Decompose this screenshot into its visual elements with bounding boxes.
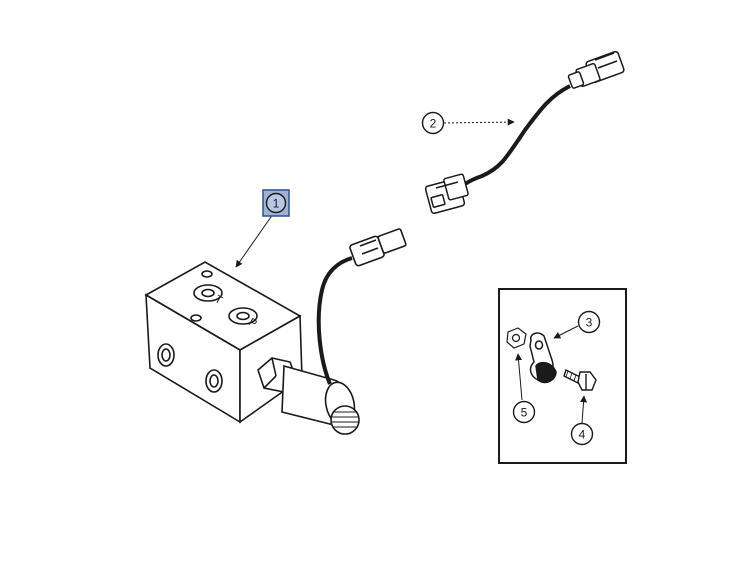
bolt-part (563, 369, 597, 391)
washer-part (506, 327, 527, 349)
callout-2-label: 2 (430, 117, 437, 131)
callout-5[interactable]: 5 (512, 400, 536, 424)
leader-lines (235, 118, 588, 424)
callout-2[interactable]: 2 (421, 111, 445, 135)
harness-lower-connector (424, 173, 469, 214)
callout-5-label: 5 (521, 406, 528, 420)
callout-1[interactable]: 1 (262, 189, 290, 217)
callout-1-label: 1 (273, 197, 280, 211)
harness-cable (460, 84, 571, 188)
leader-1 (235, 213, 274, 268)
leader-3 (553, 325, 579, 339)
callout-3[interactable]: 3 (577, 310, 601, 334)
solenoid-connector (349, 228, 407, 267)
leader-5 (515, 353, 523, 401)
detail-inset (498, 288, 627, 464)
solenoid-lead (316, 256, 353, 385)
leader-4 (580, 395, 588, 424)
callout-3-label: 3 (586, 316, 593, 330)
wiring-harness (424, 50, 625, 214)
detail-inset-frame (498, 288, 627, 464)
solenoid-valve-assembly (144, 228, 407, 435)
callout-4[interactable]: 4 (570, 422, 594, 446)
callout-4-label: 4 (579, 428, 586, 442)
leader-2 (443, 118, 515, 126)
clamp-part (529, 332, 557, 384)
solenoid-knurled-nut (330, 405, 360, 435)
harness-upper-connector (567, 50, 625, 89)
